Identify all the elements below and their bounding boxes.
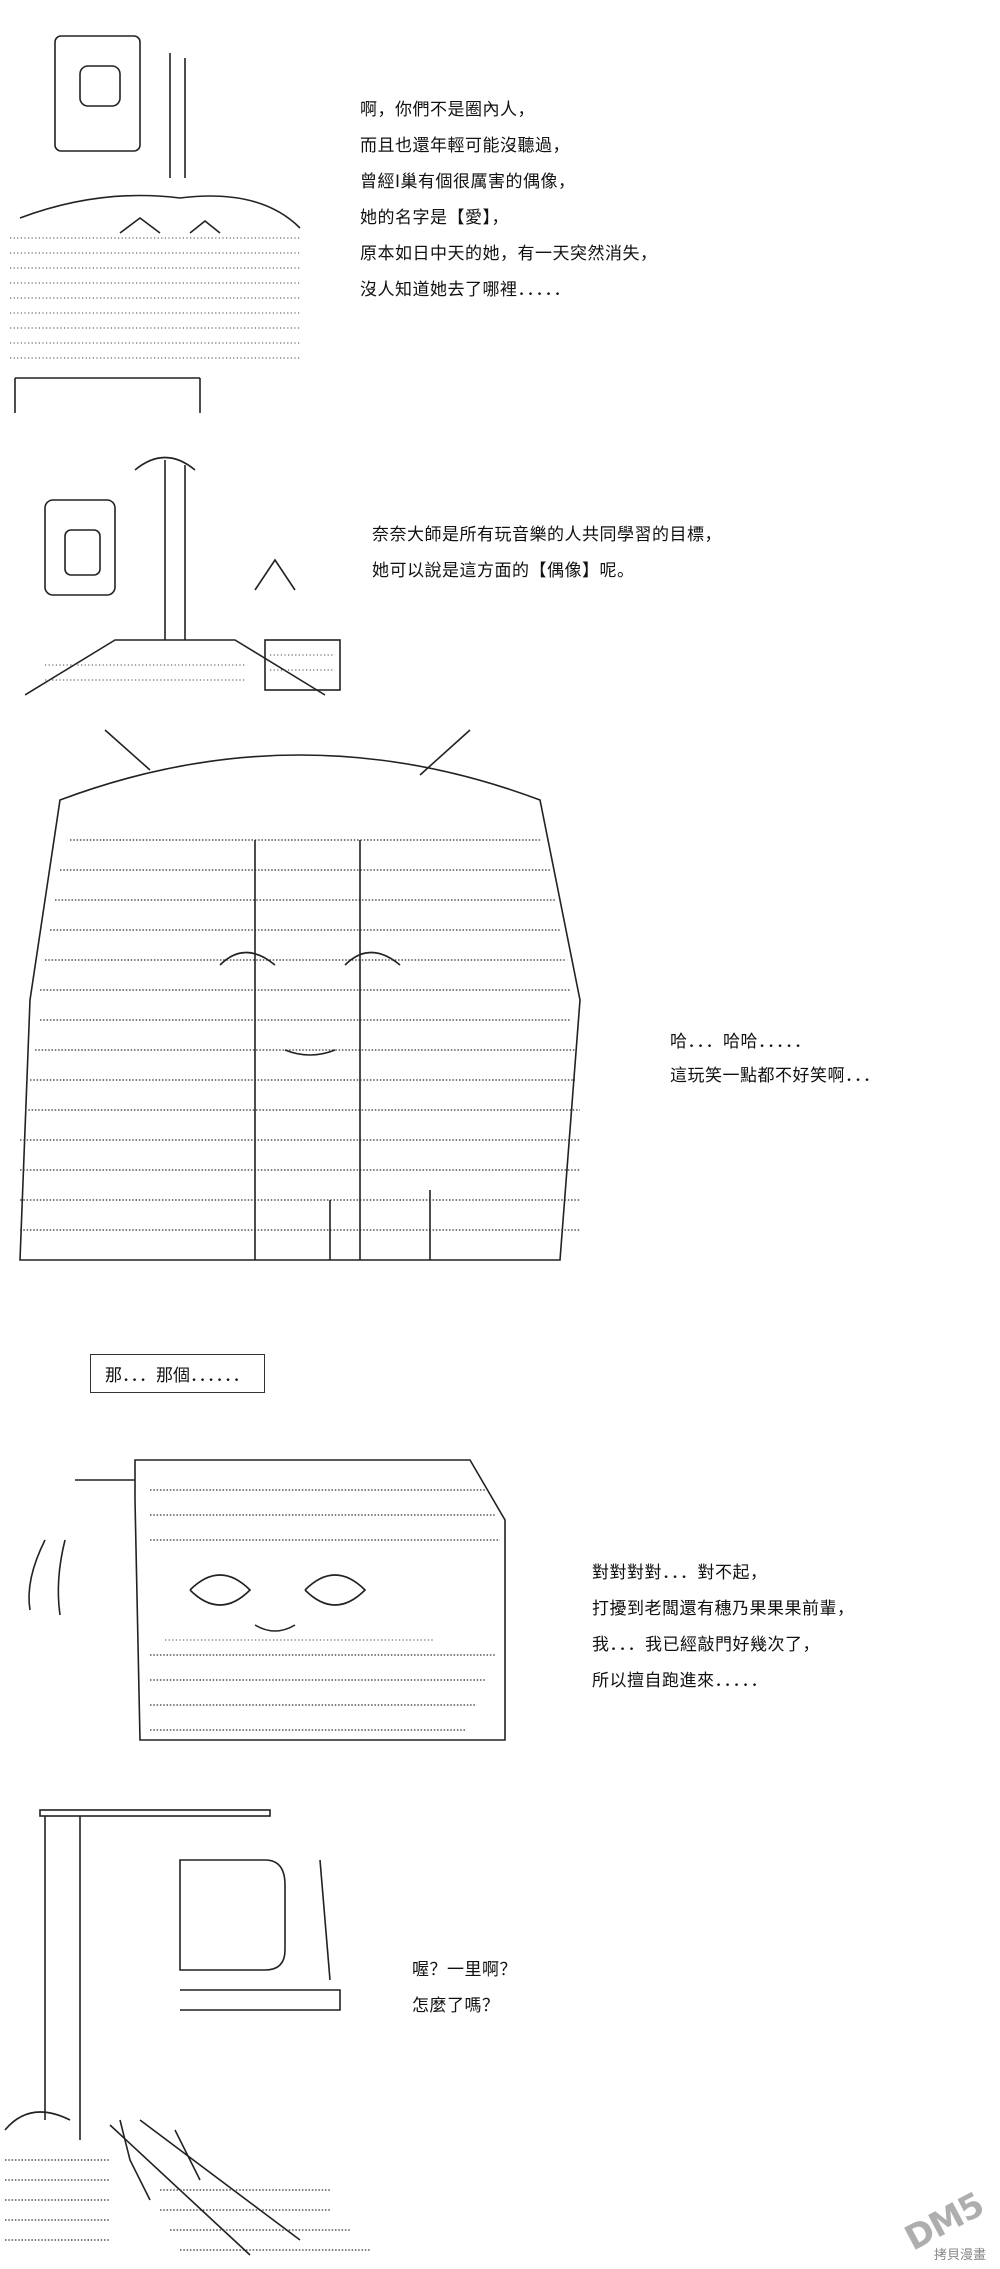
dialog-line: 她的名字是【愛】，: [360, 208, 509, 228]
dialog-line: 所以擅自跑進來．．．．．: [592, 1671, 768, 1691]
ascii-art-character-1: [0, 18, 345, 418]
dialog-line: 曾經I巢有個很厲害的偶像，: [360, 172, 576, 192]
dialog-line: 對對對對．．．對不起，: [592, 1563, 768, 1583]
dialog-line: 沒人知道她去了哪裡．．．．．: [360, 280, 571, 300]
panel-3: 哈．．．哈哈．．．．． 這玩笑一點都不好笑啊．．．: [0, 720, 1000, 1320]
dialog-panel-6: 喔？一里啊？ 怎麼了嗎？: [412, 1952, 517, 2024]
dialog-line: 啊，你們不是圈內人，: [360, 100, 535, 120]
panel-4: 那．．．那個．．．．．．: [0, 1340, 1000, 1400]
ascii-art-character-5: [15, 1440, 515, 1760]
dialog-line: 喔？一里啊？: [412, 1960, 517, 1980]
panel-1: 啊，你們不是圈內人， 而且也還年輕可能沒聽過， 曾經I巢有個很厲害的偶像， 她的…: [0, 0, 1000, 420]
ascii-art-character-3: [0, 720, 600, 1320]
panel-2: 奈奈大師是所有玩音樂的人共同學習的目標， 她可以說是這方面的【偶像】呢。: [0, 420, 1000, 700]
dialog-line: 怎麼了嗎？: [412, 1996, 500, 2016]
dialog-line: 打擾到老闆還有穗乃果果果前輩，: [592, 1599, 855, 1619]
dialog-panel-1: 啊，你們不是圈內人， 而且也還年輕可能沒聽過， 曾經I巢有個很厲害的偶像， 她的…: [360, 92, 658, 308]
watermark-text: 拷貝漫畫: [933, 2248, 986, 2263]
dialog-line: 這玩笑一點都不好笑啊．．．: [670, 1066, 881, 1086]
dialog-line: 她可以說是這方面的【偶像】呢。: [372, 561, 635, 581]
dialog-line: 我．．．我已經敲門好幾次了，: [592, 1635, 820, 1655]
dialog-panel-3: 哈．．．哈哈．．．．． 這玩笑一點都不好笑啊．．．: [670, 1025, 881, 1093]
dialog-line: 而且也還年輕可能沒聽過，: [360, 136, 570, 156]
boxed-dialog: 那．．．那個．．．．．．: [90, 1354, 265, 1393]
dialog-panel-2: 奈奈大師是所有玩音樂的人共同學習的目標， 她可以說是這方面的【偶像】呢。: [372, 517, 722, 589]
watermark: DM5 拷貝漫畫: [899, 2185, 991, 2263]
panel-6: 喔？一里啊？ 怎麼了嗎？ DM5 拷貝漫畫: [0, 1780, 1000, 2269]
dialog-line: 原本如日中天的她，有一天突然消失，: [360, 244, 658, 264]
dialog-line: 奈奈大師是所有玩音樂的人共同學習的目標，: [372, 525, 722, 545]
ascii-art-character-2: [25, 440, 345, 700]
panel-5: 對對對對．．．對不起， 打擾到老闆還有穗乃果果果前輩， 我．．．我已經敲門好幾次…: [0, 1420, 1000, 1760]
ascii-art-character-6: [0, 1800, 420, 2260]
dialog-line: 哈．．．哈哈．．．．．: [670, 1032, 812, 1052]
dialog-panel-5: 對對對對．．．對不起， 打擾到老闆還有穗乃果果果前輩， 我．．．我已經敲門好幾次…: [592, 1555, 855, 1699]
